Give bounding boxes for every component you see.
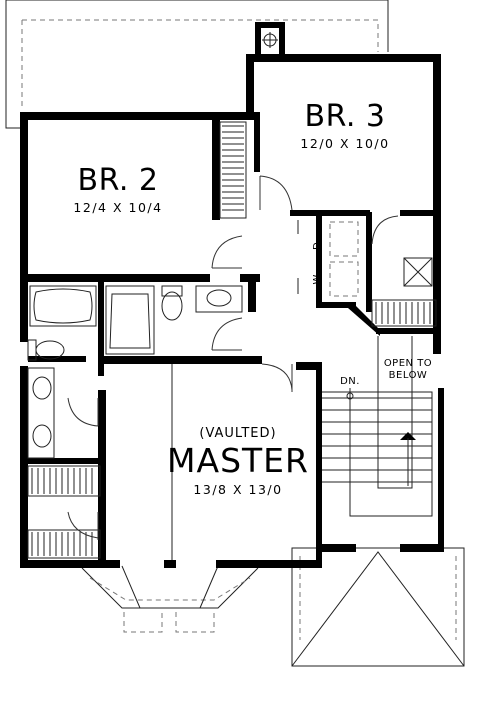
br3-name: BR. 3 bbox=[304, 99, 385, 134]
washer-label: W. bbox=[312, 272, 323, 285]
laundry-appliances bbox=[329, 221, 433, 297]
open-to-below-line1: OPEN TO bbox=[384, 358, 432, 369]
closet-shelving bbox=[27, 121, 437, 559]
bay-window bbox=[81, 565, 259, 633]
walls bbox=[20, 22, 444, 568]
dryer-label: D. bbox=[312, 238, 323, 250]
br2-size: 12/4 X 10/4 bbox=[73, 200, 162, 215]
stairs-down-label: DN. bbox=[340, 376, 360, 387]
bath-fixtures bbox=[27, 285, 243, 459]
master-note: (VAULTED) bbox=[199, 426, 276, 441]
staircase bbox=[322, 336, 433, 517]
br3-size: 12/0 X 10/0 bbox=[300, 136, 389, 151]
vent-icon bbox=[262, 32, 278, 48]
open-to-below-line2: BELOW bbox=[389, 370, 428, 381]
br2-name: BR. 2 bbox=[77, 163, 158, 198]
master-name: MASTER bbox=[167, 441, 309, 480]
roof-outlines bbox=[5, 0, 465, 667]
master-size: 13/8 X 13/0 bbox=[193, 482, 282, 497]
door-swings bbox=[67, 175, 399, 540]
